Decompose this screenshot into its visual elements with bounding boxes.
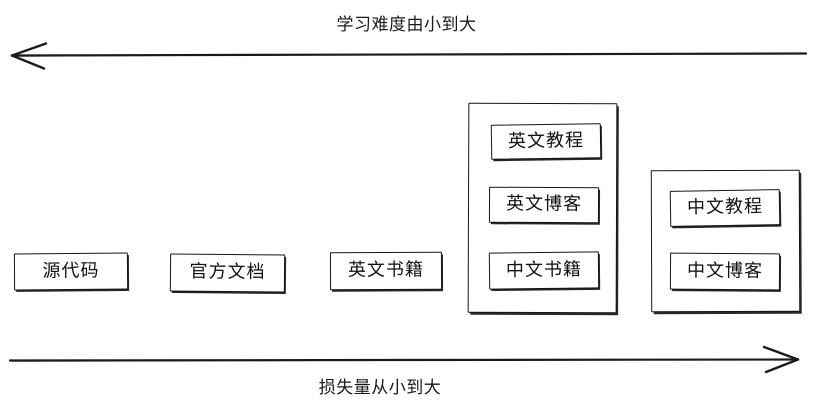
node-english-books[interactable]: 英文书籍: [329, 251, 443, 291]
node-label: 英文书籍: [347, 259, 425, 281]
node-label: 英文教程: [507, 129, 585, 152]
node-label: 源代码: [42, 259, 100, 282]
node-label: 官方文档: [189, 261, 266, 283]
bottom-axis-label: 损失量从小到大: [318, 378, 442, 398]
node-english-blog[interactable]: 英文博客: [488, 186, 600, 224]
node-official-docs[interactable]: 官方文档: [169, 253, 286, 293]
node-label: 英文博客: [505, 193, 583, 215]
node-label: 中文书籍: [505, 258, 583, 281]
node-english-tutorial[interactable]: 英文教程: [490, 123, 602, 160]
top-axis-label: 学习难度由小到大: [336, 15, 477, 35]
node-label: 中文教程: [686, 195, 764, 219]
node-label: 中文博客: [686, 259, 764, 282]
node-chinese-tutorial[interactable]: 中文教程: [669, 189, 781, 227]
node-chinese-blog[interactable]: 中文博客: [669, 252, 781, 291]
node-chinese-books[interactable]: 中文书籍: [488, 251, 600, 290]
node-source-code[interactable]: 源代码: [13, 252, 129, 291]
left-arrow-icon: [10, 42, 808, 70]
